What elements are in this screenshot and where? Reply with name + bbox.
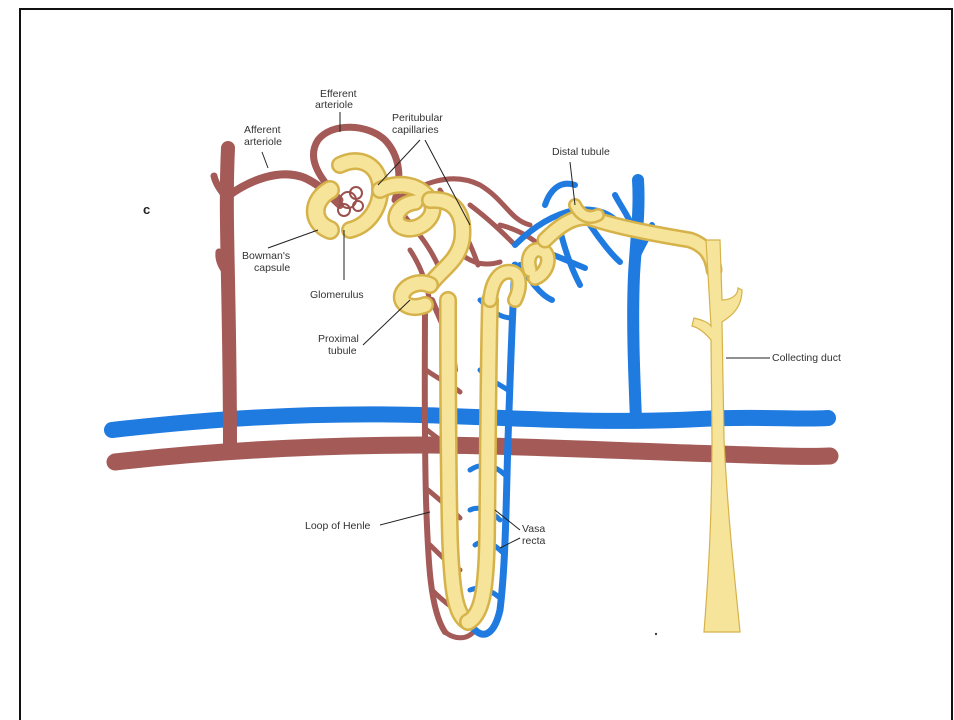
stray-dot [655,633,657,635]
label-afferent: Afferent [244,124,281,136]
label-vasa-2: recta [522,535,546,547]
label-efferent-2: arteriole [315,99,353,111]
leader-lines [262,112,770,548]
label-proximal: Proximal [318,333,359,345]
label-bowman: Bowman's [242,250,290,262]
label-bowman-2: capsule [254,262,290,274]
label-proximal-2: tubule [328,345,357,357]
label-loop-of-henle: Loop of Henle [305,520,371,532]
collecting-duct-shape [692,240,742,632]
label-peritubular-2: capillaries [392,124,439,136]
interlobular-vein [615,180,652,420]
label-collecting-duct: Collecting duct [772,352,841,364]
label-glomerulus: Glomerulus [310,289,364,301]
panel-letter: c [143,202,150,217]
label-distal-tubule: Distal tubule [552,146,610,158]
label-vasa: Vasa [522,523,545,535]
label-afferent-2: arteriole [244,136,282,148]
label-peritubular: Peritubular [392,112,443,124]
